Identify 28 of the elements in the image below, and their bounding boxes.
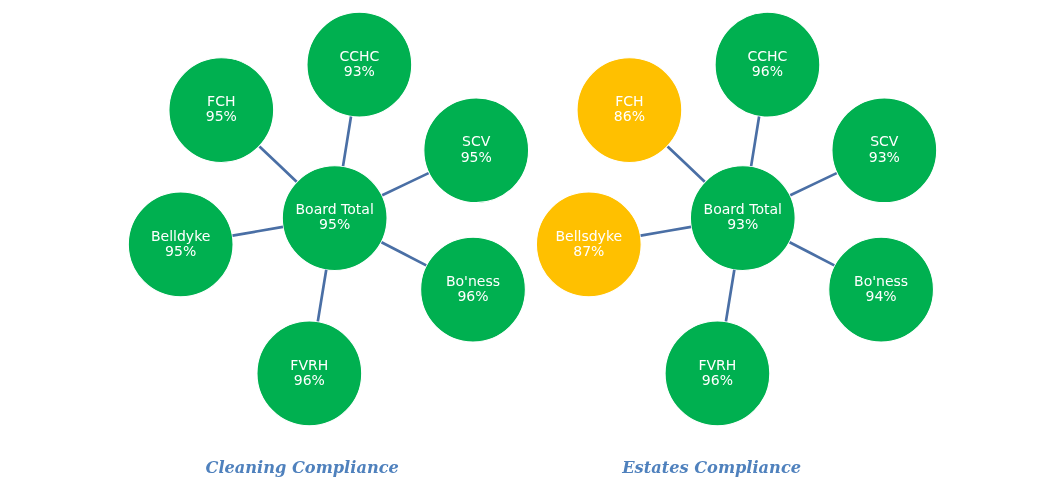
node-circle: SCV 95% [422, 97, 529, 204]
node-circle: Board Total 93% [689, 165, 796, 271]
connector [380, 241, 427, 267]
node-circle: Bo'ness 96% [419, 236, 526, 343]
label: Estates Compliance [621, 457, 801, 477]
connector [788, 241, 835, 267]
node-circle: Belldyke 95% [127, 191, 234, 298]
node-circle: Board Total 95% [281, 165, 388, 271]
node-circle: Bo'ness 94% [827, 236, 934, 343]
node-circle: FCH 86% [576, 57, 682, 163]
node-circle: FVRH 96% [664, 320, 770, 427]
node-circle: CCHC 96% [714, 11, 820, 118]
node-circle: FCH 95% [167, 57, 274, 163]
node-circle: FVRH 96% [255, 320, 362, 427]
connector [341, 116, 352, 167]
node-circle: SCV 93% [830, 97, 937, 204]
connector [639, 225, 691, 237]
connector [231, 225, 283, 237]
connector [316, 269, 328, 322]
connector [789, 171, 837, 197]
connector [258, 145, 298, 183]
node-circle: CCHC 93% [305, 11, 412, 118]
connector [749, 116, 760, 167]
connector [381, 171, 429, 197]
node-circle: Bellsdyke 87% [535, 191, 642, 298]
connector [724, 269, 736, 322]
label: Cleaning Compliance [205, 457, 399, 477]
connector [666, 145, 706, 183]
